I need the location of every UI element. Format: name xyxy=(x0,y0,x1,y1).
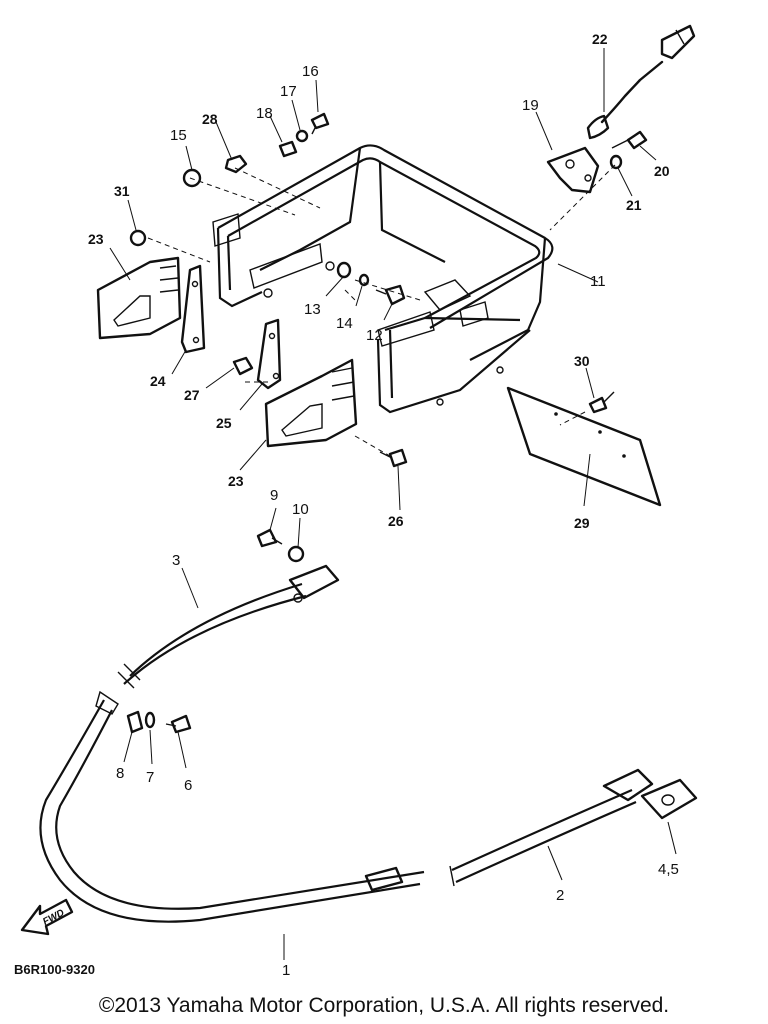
callout-1: 1 xyxy=(282,962,290,979)
callout-10: 10 xyxy=(292,501,309,518)
washer-13 xyxy=(336,261,352,279)
bracket-24 xyxy=(180,264,206,354)
fwd-arrow-icon: FWD xyxy=(20,898,74,936)
callout-12: 12 xyxy=(366,327,383,344)
washer-21 xyxy=(609,154,623,170)
parts-diagram: FWD B6R100-9320 1 2 3 4,5 6 7 8 9 10 11 … xyxy=(14,24,698,979)
callout-3: 3 xyxy=(172,552,180,569)
callout-29: 29 xyxy=(574,515,590,531)
callout-4-5: 4,5 xyxy=(658,861,679,878)
rack-frame xyxy=(212,144,554,414)
callout-20: 20 xyxy=(654,163,670,179)
spacer-18 xyxy=(278,140,298,158)
callout-8: 8 xyxy=(116,765,124,782)
callout-15: 15 xyxy=(170,127,187,144)
leader-lines xyxy=(109,48,677,960)
bolt-9 xyxy=(256,528,283,548)
callout-30: 30 xyxy=(574,353,590,369)
spacer-8 xyxy=(126,710,144,734)
bolt-20 xyxy=(611,130,648,150)
grip-right xyxy=(264,358,358,448)
callout-19: 19 xyxy=(522,97,539,114)
washer-7 xyxy=(144,711,156,729)
release-cable xyxy=(586,24,696,140)
callout-25: 25 xyxy=(216,415,232,431)
bolt-12 xyxy=(375,284,406,306)
callout-6: 6 xyxy=(184,777,192,794)
callout-27: 27 xyxy=(184,387,200,403)
bumper-tube-upper xyxy=(117,564,340,689)
callout-7: 7 xyxy=(146,769,154,786)
callout-23-right: 23 xyxy=(228,473,244,489)
callout-26-lower: 26 xyxy=(388,513,404,529)
washer-14 xyxy=(358,273,370,287)
callout-23-left: 23 xyxy=(88,231,104,247)
bumper-tube-right xyxy=(449,768,654,887)
callout-16: 16 xyxy=(302,63,319,80)
nut-10 xyxy=(287,545,305,563)
callout-11: 11 xyxy=(590,273,606,290)
callouts: 1 2 3 4,5 6 7 8 9 10 11 12 13 14 15 16 1… xyxy=(88,31,679,979)
copyright-notice: ©2013 Yamaha Motor Corporation, U.S.A. A… xyxy=(98,994,670,1017)
assembly-guides xyxy=(147,164,616,457)
callout-28: 28 xyxy=(202,111,218,127)
collar-15 xyxy=(182,168,202,188)
reference-code: B6R100-9320 xyxy=(14,962,95,977)
grip-left xyxy=(96,256,182,340)
callout-9: 9 xyxy=(270,487,278,504)
bolt-6 xyxy=(165,714,192,734)
bracket-4-5 xyxy=(640,778,698,820)
main-bumper xyxy=(39,690,425,923)
bolt-16 xyxy=(310,112,330,135)
screw-30 xyxy=(588,391,615,414)
latch-bracket xyxy=(546,146,600,194)
nut-28 xyxy=(224,154,248,174)
callout-14: 14 xyxy=(336,315,353,332)
bracket-25 xyxy=(256,318,282,390)
nut-31 xyxy=(129,229,147,247)
callout-21: 21 xyxy=(626,197,642,213)
callout-22: 22 xyxy=(592,31,608,47)
callout-13: 13 xyxy=(304,301,321,318)
callout-24: 24 xyxy=(150,373,166,389)
plate-29 xyxy=(506,386,662,507)
callout-18: 18 xyxy=(256,105,273,122)
callout-17: 17 xyxy=(280,83,297,100)
nut-27 xyxy=(232,356,254,376)
callout-31: 31 xyxy=(114,183,130,199)
bolt-26 xyxy=(379,448,408,468)
callout-2: 2 xyxy=(556,887,564,904)
washer-17 xyxy=(295,129,309,143)
